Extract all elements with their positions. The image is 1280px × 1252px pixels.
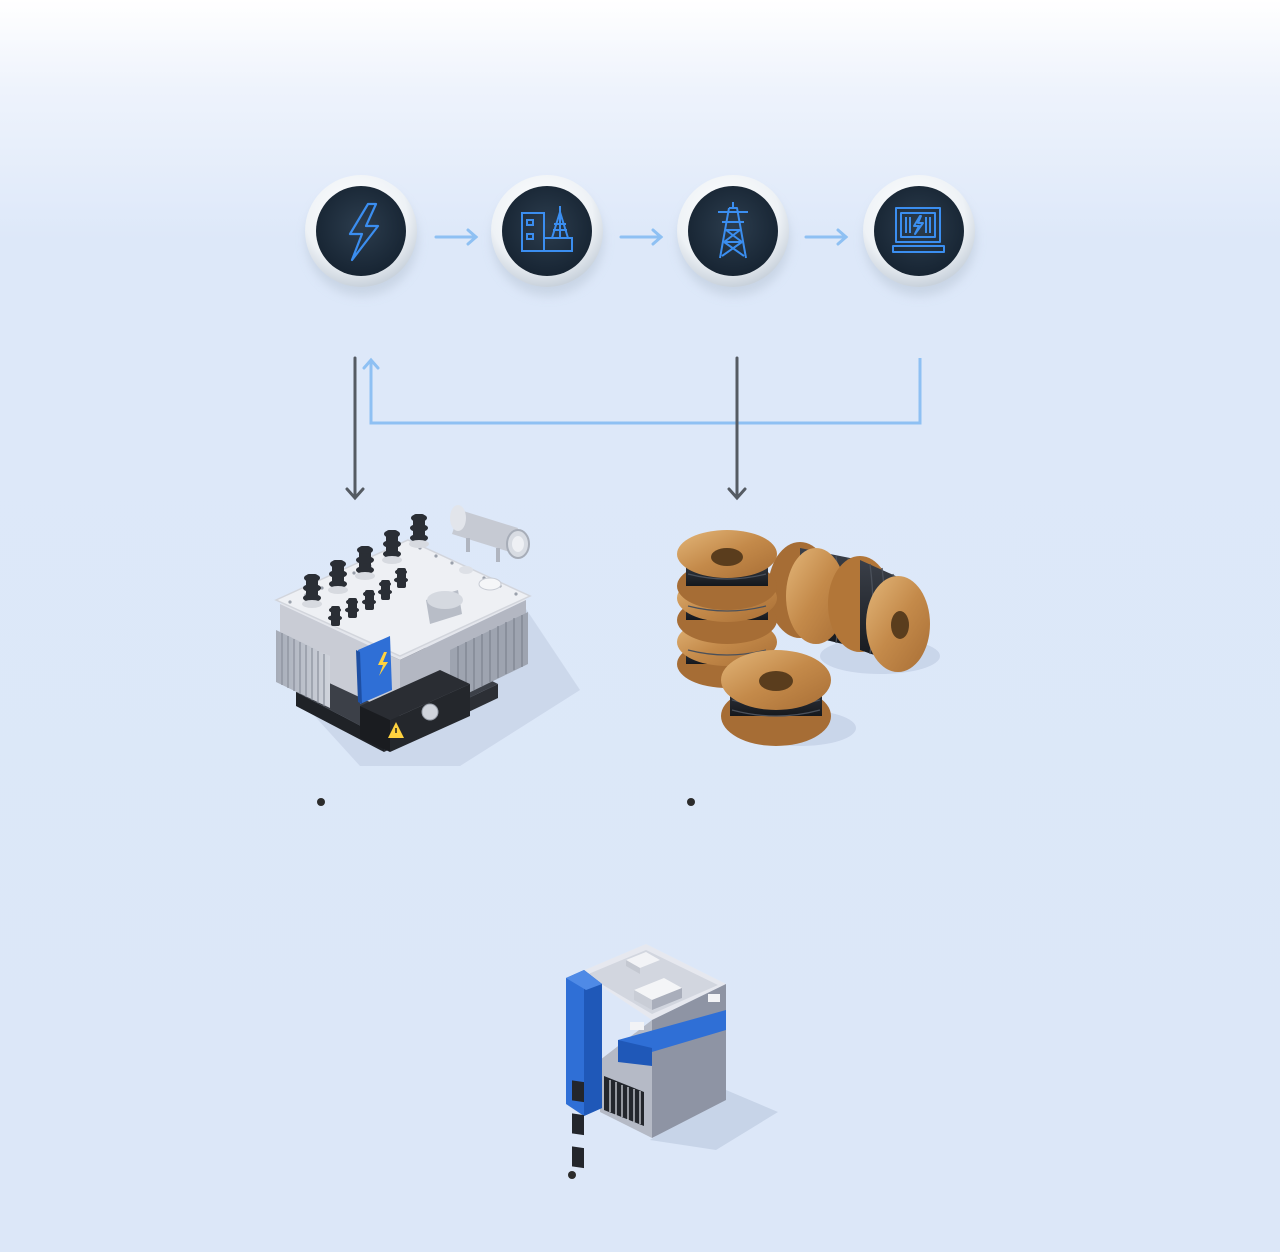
arrow-to-transformer: [345, 356, 365, 501]
transmission-tower-icon: [718, 202, 748, 259]
electrical-panel-icon: [892, 207, 945, 253]
cables-bullet: [687, 798, 695, 806]
flow-row: [305, 175, 976, 296]
building-bullet: [568, 1171, 576, 1179]
flow-step-distribution: [863, 175, 976, 296]
window: [572, 1146, 584, 1169]
transformer-illustration: [274, 505, 580, 766]
cable-reel-front: [721, 650, 831, 746]
flow-arrow-3: [804, 228, 849, 246]
transformer-bullet: [317, 798, 325, 806]
connector-lines: [345, 356, 922, 501]
window: [572, 1080, 584, 1103]
flow-step-generation: [305, 175, 418, 296]
control-cabinet: [356, 636, 392, 704]
flow-arrow-2: [619, 228, 664, 246]
flow-step-transmission: [677, 175, 790, 296]
flow-step-power-plant: [491, 175, 604, 296]
cable-reel-back: [768, 542, 930, 672]
conservator-tank: [450, 505, 530, 562]
building-grille: [604, 1076, 644, 1126]
building-illustration: [566, 944, 778, 1169]
feedback-loop-line: [362, 357, 922, 425]
lightning-bolt-icon: [348, 202, 380, 262]
window: [572, 1113, 584, 1136]
cable-reels-illustration: [677, 530, 940, 746]
insulator-bushings: [302, 514, 429, 626]
cable-reel-stack: [677, 530, 777, 688]
arrow-to-cables: [727, 356, 747, 501]
flow-arrow-1: [434, 228, 479, 246]
power-plant-icon: [521, 206, 573, 252]
radiator-fins-left: [276, 630, 330, 708]
